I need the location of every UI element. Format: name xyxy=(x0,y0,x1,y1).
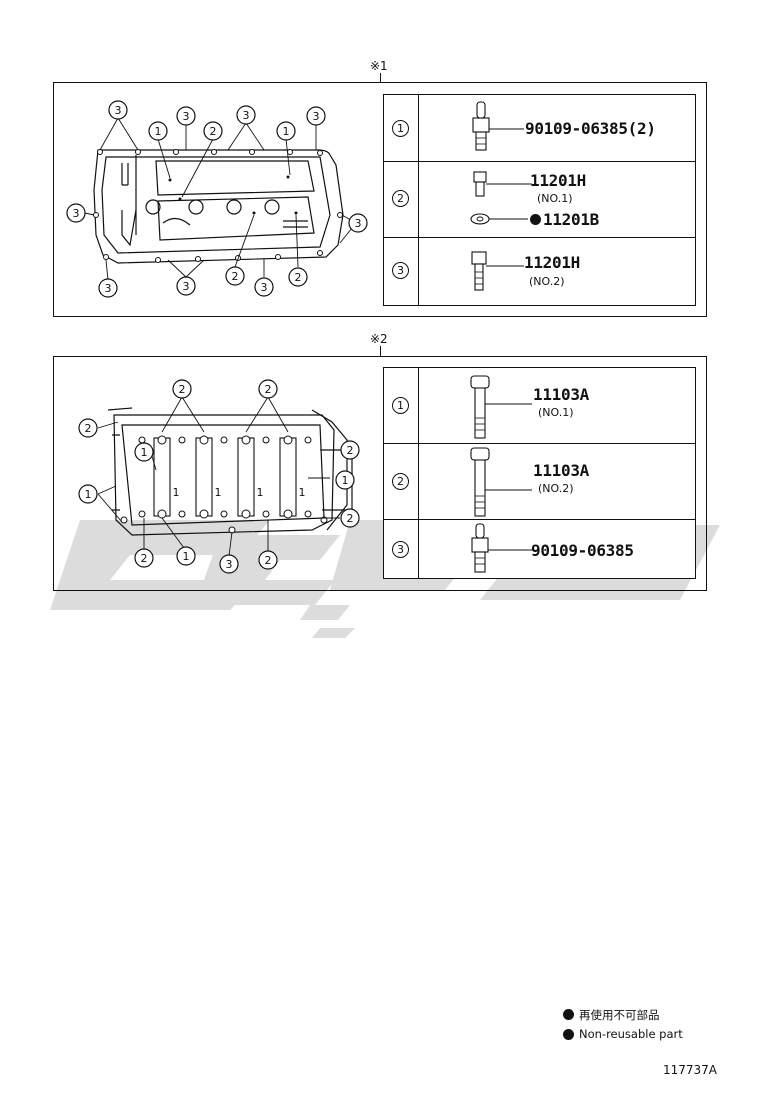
s1-bolt-2-icon xyxy=(473,171,532,197)
svg-text:3: 3 xyxy=(115,104,122,117)
section-1-row-divider-1 xyxy=(383,161,696,163)
section-1-panel xyxy=(53,82,707,317)
svg-text:1: 1 xyxy=(257,486,264,499)
s1-row-2-index: 2 xyxy=(392,190,409,207)
svg-text:1: 1 xyxy=(155,125,162,138)
svg-text:2: 2 xyxy=(265,554,272,567)
legend-dot-2 xyxy=(563,1029,574,1040)
s1-bolt-3-icon xyxy=(471,251,524,291)
section-2-parts-table xyxy=(383,367,696,579)
legend-line-2: Non-reusable part xyxy=(579,1027,683,1041)
section-2-table-divider xyxy=(418,367,420,579)
svg-text:3: 3 xyxy=(183,280,190,293)
s2-bolt-2-icon xyxy=(470,447,532,517)
svg-text:2: 2 xyxy=(347,512,354,525)
svg-text:3: 3 xyxy=(73,207,80,220)
svg-text:1: 1 xyxy=(85,488,92,501)
svg-text:2: 2 xyxy=(232,270,239,283)
section-2-row-divider-2 xyxy=(383,519,696,521)
s1-bolt-1-icon xyxy=(472,101,524,151)
svg-text:3: 3 xyxy=(183,110,190,123)
svg-text:2: 2 xyxy=(141,552,148,565)
svg-text:1: 1 xyxy=(141,446,148,459)
s1-row-1-part-number: 90109-06385(2) xyxy=(525,119,656,138)
s2-row-1-index: 1 xyxy=(392,397,409,414)
s1-row-2-part-sub: (NO.1) xyxy=(537,192,573,205)
s2-row-3-index: 3 xyxy=(392,541,409,558)
svg-text:2: 2 xyxy=(265,383,272,396)
section-2-row-divider-1 xyxy=(383,443,696,445)
svg-text:1: 1 xyxy=(183,550,190,563)
figure-id: 117737A xyxy=(663,1063,718,1077)
svg-text:2: 2 xyxy=(295,271,302,284)
s1-row-3-index: 3 xyxy=(392,262,409,279)
svg-text:2: 2 xyxy=(179,383,186,396)
s2-row-3-part-number: 90109-06385 xyxy=(531,541,634,560)
s1-row-3-part-number: 11201H xyxy=(524,253,580,272)
section-1-row-divider-2 xyxy=(383,237,696,239)
section-1-mark: ※1 xyxy=(370,59,388,73)
s1-non-reusable-dot xyxy=(530,214,541,225)
svg-text:3: 3 xyxy=(243,109,250,122)
s1-row-1-index: 1 xyxy=(392,120,409,137)
svg-text:1: 1 xyxy=(342,474,349,487)
s2-bolt-3-icon xyxy=(471,523,534,573)
svg-text:1: 1 xyxy=(283,125,290,138)
s2-row-2-index: 2 xyxy=(392,473,409,490)
legend-dot-1 xyxy=(563,1009,574,1020)
svg-text:2: 2 xyxy=(85,422,92,435)
section-1-parts-table xyxy=(383,94,696,306)
svg-text:3: 3 xyxy=(226,558,233,571)
svg-text:1: 1 xyxy=(173,486,180,499)
section-1-table-divider xyxy=(418,94,420,306)
s2-row-1-part-sub: (NO.1) xyxy=(538,406,574,419)
svg-text:1: 1 xyxy=(215,486,222,499)
section-2-mark: ※2 xyxy=(370,332,388,346)
s2-row-2-part-number: 11103A xyxy=(533,461,589,480)
svg-text:3: 3 xyxy=(105,282,112,295)
svg-text:3: 3 xyxy=(355,217,362,230)
svg-text:3: 3 xyxy=(313,110,320,123)
svg-text:2: 2 xyxy=(347,444,354,457)
s2-row-1-part-number: 11103A xyxy=(533,385,589,404)
svg-text:1: 1 xyxy=(299,486,306,499)
s2-bolt-1-icon xyxy=(470,375,532,439)
svg-text:3: 3 xyxy=(261,281,268,294)
cylinder-head-cover-diagram: 3 3 3 3 1 2 1 3 3 3 3 3 2 2 xyxy=(66,100,368,298)
legend-line-1: 再使用不可部品 xyxy=(579,1008,660,1022)
s2-row-2-part-sub: (NO.2) xyxy=(538,482,574,495)
section-2-leader xyxy=(380,346,382,356)
s1-washer-icon xyxy=(470,213,528,225)
svg-text:2: 2 xyxy=(210,125,217,138)
s1-row-2-part-number: 11201H xyxy=(530,171,586,190)
section-1-leader xyxy=(380,73,382,82)
s1-row-3-part-sub: (NO.2) xyxy=(529,275,565,288)
cylinder-block-diagram: 2 2 2 2 2 1 1 2 1 3 2 1 1 1 1 1 xyxy=(78,379,360,574)
s1-row-2-part-number-2: 11201B xyxy=(543,210,599,229)
section-2-panel xyxy=(53,356,707,591)
